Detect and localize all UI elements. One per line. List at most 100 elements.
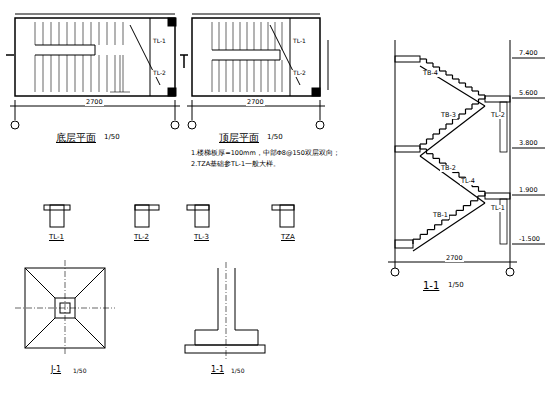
scale: 1/50 [230,368,245,375]
view-title: 底层平面 [55,132,97,143]
stroke [419,144,420,149]
stroke [75,55,76,92]
member-tag: TB-1 [432,212,449,219]
stroke [439,129,440,134]
member-tag: TL-2 [152,70,167,77]
member-tag: TB-3 [440,112,457,119]
stroke [51,22,52,45]
stroke [463,206,464,211]
note: 2.TZA基础参TL-1一般大样。 [190,161,281,168]
detail-title: 1-1 [210,366,225,375]
stroke [420,58,427,59]
stroke [107,55,108,92]
stroke [420,106,485,156]
scale: 1/50 [447,282,465,290]
stroke [472,103,479,104]
stroke [470,201,471,206]
stroke [433,133,440,134]
member-tag: TL-2 [490,112,506,119]
scale: 1/50 [72,368,87,375]
stroke [91,55,92,92]
stroke [420,143,427,144]
stroke [466,108,473,109]
stroke [449,215,456,216]
stroke [261,60,262,92]
member-tag: TB-4 [422,70,439,77]
stroke [240,22,241,50]
elevation: 1.900 [518,187,539,194]
stroke [99,55,100,92]
stroke [233,22,234,50]
stroke [459,82,466,83]
stroke [275,22,276,50]
stroke [439,158,440,163]
stroke [479,94,486,95]
stroke [427,230,428,235]
stroke [254,60,255,92]
stroke [219,22,220,50]
stroke [446,123,453,124]
stroke [226,22,227,50]
stroke [110,92,130,93]
stroke [440,163,447,164]
view-title: 顶层平面 [218,132,260,143]
stroke [426,139,427,144]
stroke [261,22,262,50]
dimension: 2700 [246,99,265,106]
stroke [459,113,466,114]
elevation: -1.500 [518,236,541,243]
note: 1.楼梯板厚=100mm，中部Φ8@150双层双向； [190,150,341,157]
stroke [435,224,442,225]
member-tag: TL-2 [292,70,307,77]
beam-tag: TL-1 [48,234,65,242]
stroke [466,86,473,87]
stroke [275,60,276,92]
stroke [456,210,463,211]
stroke [59,55,60,92]
stroke [420,234,421,239]
stroke [442,219,449,220]
stroke [268,22,269,50]
stroke [413,203,485,251]
stroke [212,22,213,50]
stroke [427,153,434,154]
stroke [453,78,460,79]
stroke [445,124,446,129]
stroke [59,22,60,45]
stroke [465,109,466,114]
stroke [479,98,486,99]
stroke [43,22,44,45]
stroke [35,55,36,92]
stroke [434,225,435,230]
stroke [282,60,283,92]
stroke [115,22,116,45]
stroke [484,191,485,196]
stroke [268,60,269,92]
stroke [420,234,427,235]
stroke [282,22,283,50]
stroke [35,22,36,45]
stroke [452,119,453,124]
stroke [99,22,100,45]
elevation: 3.800 [518,140,539,147]
beam-tag: TL-2 [133,234,150,242]
stroke [123,55,124,92]
stroke [212,60,213,92]
member-tag: TB-2 [440,165,457,172]
stroke [458,114,459,119]
stroke [83,55,84,92]
elevation: 5.600 [518,90,539,97]
stroke [240,60,241,92]
stroke [412,239,413,244]
stroke [67,55,68,92]
stroke [446,74,453,75]
stroke [254,22,255,50]
beam-tag: TZA [280,234,296,242]
stroke [472,90,479,91]
stroke [440,70,447,71]
stroke [479,191,486,192]
stroke [233,60,234,92]
stroke [433,158,440,159]
stroke [83,22,84,45]
